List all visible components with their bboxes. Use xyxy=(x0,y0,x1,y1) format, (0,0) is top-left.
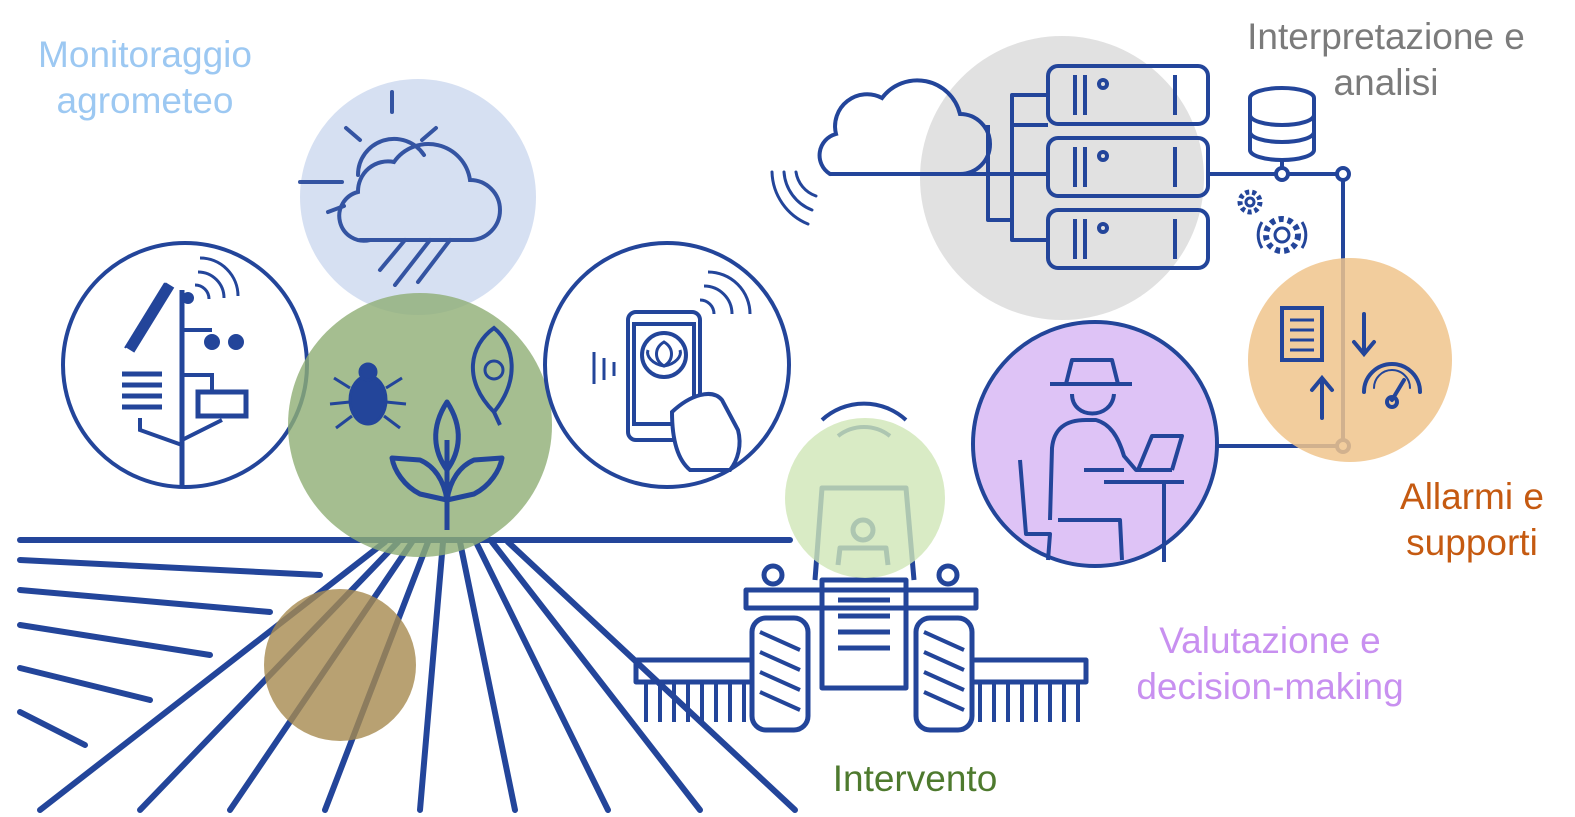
database-icon xyxy=(1248,86,1316,174)
cloud-sun-rain-icon xyxy=(298,90,502,287)
label-monitoraggio-agrometeo: Monitoraggio agrometeo xyxy=(10,32,280,124)
label-intervento: Intervento xyxy=(790,756,1040,802)
server-rack-icon xyxy=(986,64,1280,270)
smartphone-app-icon xyxy=(543,241,791,489)
plant-sprout-icon xyxy=(389,399,505,530)
label-line: supporti xyxy=(1406,522,1538,563)
alarm-arrows xyxy=(1310,312,1376,420)
label-line: Valutazione e xyxy=(1159,620,1381,661)
label-line: agrometeo xyxy=(56,80,234,121)
label-line: analisi xyxy=(1333,62,1439,103)
label-line: decision-making xyxy=(1136,666,1404,707)
farmer-laptop-icon xyxy=(971,320,1219,568)
label-line: Allarmi e xyxy=(1400,476,1544,517)
alarm-bubble xyxy=(1248,258,1452,462)
tractor-bubble xyxy=(785,418,945,578)
field-rows-icon xyxy=(17,537,798,813)
label-line: Monitoraggio xyxy=(38,34,252,75)
weather-station-icon xyxy=(61,241,309,489)
soil-bubble xyxy=(264,589,416,741)
label-line: Interpretazione e xyxy=(1247,16,1525,57)
gears-icon xyxy=(1237,189,1308,254)
label-valutazione-decision-making: Valutazione e decision-making xyxy=(1100,618,1440,710)
label-interpretazione-analisi: Interpretazione e analisi xyxy=(1200,14,1572,106)
label-allarmi-supporti: Allarmi e supporti xyxy=(1372,474,1572,566)
plant-bubble xyxy=(288,293,552,557)
document-icon xyxy=(1280,306,1324,362)
gauge-icon xyxy=(1362,362,1422,409)
leaf-icon xyxy=(470,325,514,426)
cloud-bubble xyxy=(920,36,1204,320)
decision-bubble xyxy=(975,324,1215,564)
label-line: Intervento xyxy=(832,758,998,799)
bug-icon xyxy=(329,362,407,430)
